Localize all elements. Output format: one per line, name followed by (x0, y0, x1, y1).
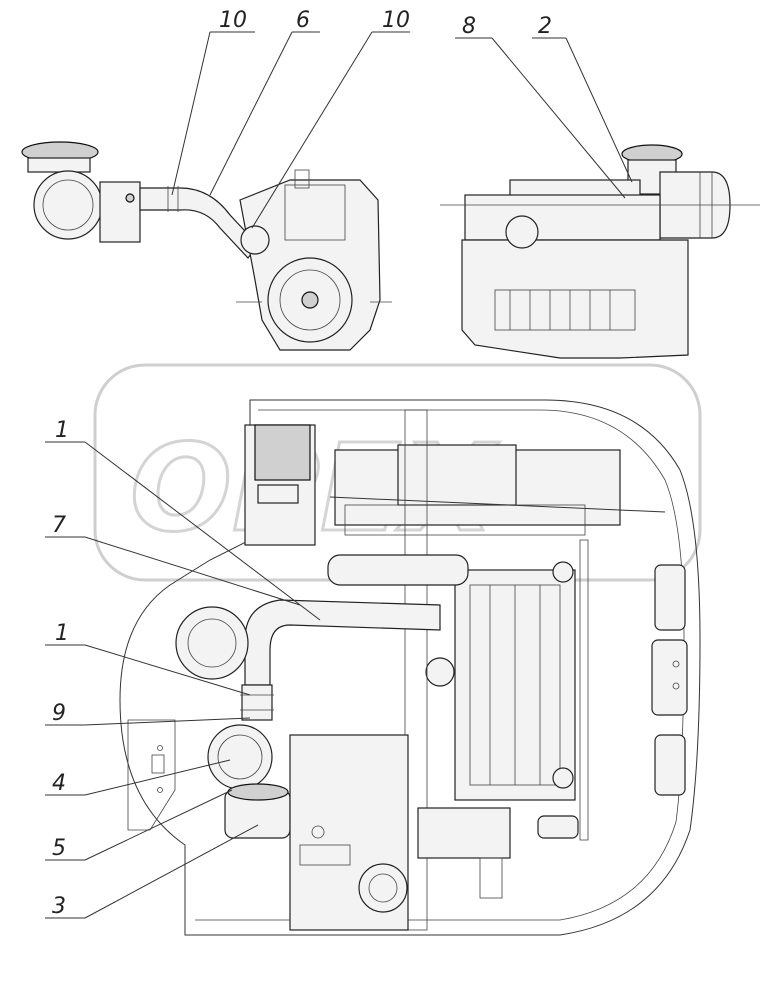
callout-10-left: 10 (219, 8, 247, 33)
callout-2: 2 (538, 14, 552, 39)
engine-side-view (440, 144, 760, 359)
engine-front-view (21, 141, 392, 351)
callout-1-lower: 1 (55, 621, 69, 646)
plan-view (119, 399, 701, 936)
callouts-top: 10 6 10 8 2 (171, 8, 633, 229)
callout-8: 8 (462, 14, 476, 39)
callout-9: 9 (52, 701, 66, 726)
callout-7: 7 (52, 513, 66, 538)
callout-1-upper: 1 (55, 418, 69, 443)
callout-5: 5 (52, 836, 66, 861)
callouts-left: 1 7 1 9 4 5 3 (45, 418, 321, 919)
callout-4: 4 (52, 771, 66, 796)
callout-6: 6 (296, 8, 310, 33)
callout-3: 3 (52, 894, 66, 919)
callout-10-right: 10 (382, 8, 410, 33)
